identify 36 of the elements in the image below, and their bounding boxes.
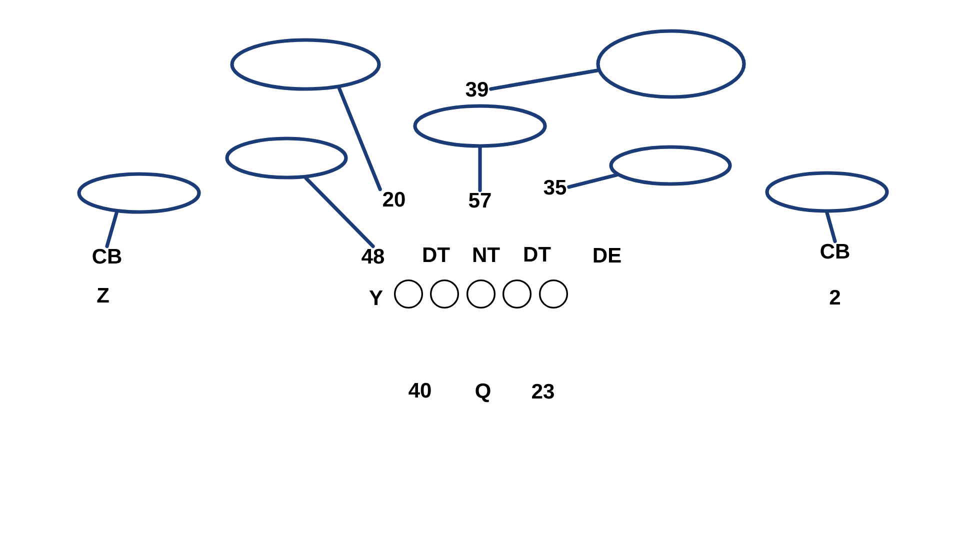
player-circle	[502, 279, 532, 309]
leader-line	[478, 146, 482, 192]
answer-oval	[413, 104, 547, 148]
player-label: 48	[362, 248, 384, 264]
player-circle	[430, 279, 460, 309]
position-label: Q	[476, 383, 490, 402]
answer-oval	[596, 29, 746, 99]
position-label: NT	[473, 248, 500, 262]
answer-oval	[77, 172, 201, 214]
leader-line	[567, 173, 618, 189]
position-label: Y	[369, 290, 383, 305]
leader-line	[337, 86, 382, 192]
player-label: 57	[468, 193, 491, 208]
position-label: DE	[594, 248, 621, 262]
answer-oval	[765, 171, 889, 213]
position-label: DT	[423, 248, 450, 262]
player-circle	[538, 279, 568, 309]
position-label: DT	[524, 247, 551, 262]
position-label: 2	[830, 290, 840, 304]
answer-oval	[609, 145, 732, 186]
player-label: CB	[820, 244, 850, 259]
player-label: 39	[466, 82, 488, 97]
answer-oval	[225, 136, 348, 180]
leader-line	[304, 176, 375, 248]
player-label: 35	[544, 180, 566, 195]
answer-oval	[230, 38, 381, 91]
position-label: 23	[532, 384, 554, 399]
player-label: 20	[383, 192, 405, 207]
player-circle	[394, 279, 424, 309]
position-label: 40	[408, 382, 431, 398]
player-circle	[466, 279, 496, 309]
leader-line	[105, 210, 118, 248]
leader-line	[489, 68, 600, 91]
position-label: Z	[97, 288, 109, 302]
player-label: CB	[92, 248, 122, 264]
leader-line	[825, 211, 837, 244]
